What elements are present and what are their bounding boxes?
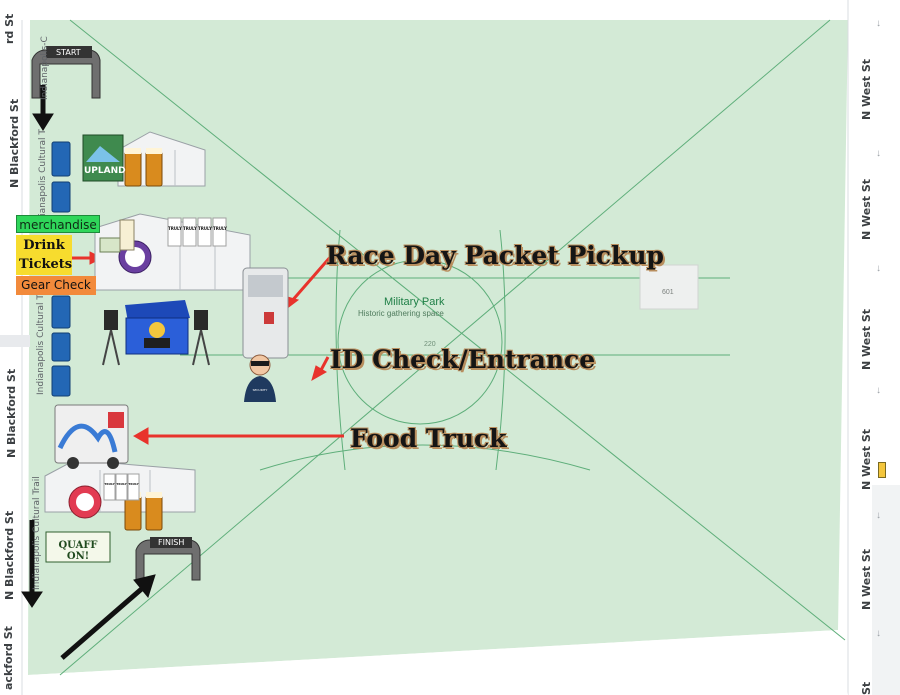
truly-brand-3: TRULY — [198, 226, 212, 231]
street-label-west-3: N Blackford St — [5, 368, 18, 458]
course-arrows — [21, 85, 156, 660]
street-label-east-1: N West St — [860, 58, 873, 120]
street-label-east-2: N West St — [860, 178, 873, 240]
street-label-west-5: ackford St — [2, 626, 15, 690]
id-check-callout: ID Check/Entrance — [330, 345, 596, 374]
street-label-east-5: N West St — [860, 548, 873, 610]
east-building — [872, 485, 900, 695]
road-arrow-icon: ↓ — [876, 18, 881, 29]
building-601[interactable] — [639, 264, 699, 310]
packet-pickup-van[interactable] — [242, 267, 289, 359]
start-arch[interactable] — [31, 46, 101, 99]
ticket-graphic — [99, 237, 121, 253]
upland-brand: UPLAND — [84, 166, 126, 176]
road-arrow-icon: ↓ — [876, 510, 881, 521]
dj-stage — [102, 300, 210, 366]
traffic-light-icon — [878, 462, 886, 478]
trail-label-3: Indianapolis Cultural T — [36, 294, 46, 395]
road-arrow-icon: ↓ — [876, 148, 881, 159]
park-subtitle: Historic gathering space — [358, 309, 444, 318]
street-label-east-4: N West St — [860, 428, 873, 490]
parcel-number: 220 — [424, 341, 436, 348]
truly-brand-6: TRULY — [116, 482, 127, 486]
merchandise-tag[interactable]: merchandise — [16, 215, 100, 233]
road-divider — [0, 335, 30, 347]
road-arrow-icon: ↓ — [876, 263, 881, 274]
quaff-on-brand: QUAFF ON! — [58, 540, 98, 562]
food-truck-callout: Food Truck — [350, 424, 507, 453]
quaff-on-logo — [45, 531, 111, 563]
truly-brand-1: TRULY — [168, 226, 182, 231]
security-shirt-label: SECURITY — [252, 388, 268, 392]
packet-pickup-callout: Race Day Packet Pickup — [326, 241, 665, 270]
truly-brand-7: TRULY — [128, 482, 139, 486]
start-label: START — [56, 48, 81, 57]
security-guard[interactable] — [244, 354, 276, 402]
street-label-west-1: rd St — [3, 13, 16, 44]
trail-label-1: Indianapolis-C — [40, 36, 50, 100]
gear-check-tag[interactable]: Gear Check — [16, 276, 96, 295]
finish-arch[interactable] — [135, 537, 201, 581]
road-blackford — [0, 20, 22, 695]
food-truck[interactable] — [54, 404, 129, 469]
street-label-west-4: N Blackford St — [3, 510, 16, 600]
truly-brand-5: TRULY — [104, 482, 115, 486]
park-paths — [59, 19, 846, 676]
road-arrow-icon: ↓ — [876, 385, 881, 396]
park-lawn — [28, 20, 848, 675]
trail-label-4: Indianapolis Cultural Trail — [32, 476, 42, 590]
road-south — [28, 630, 848, 695]
beer-glasses — [124, 148, 163, 531]
street-label-east-3: N West St — [860, 308, 873, 370]
road-arrow-icon: ↓ — [876, 628, 881, 639]
finish-label: FINISH — [158, 538, 185, 547]
building-number: 601 — [662, 289, 674, 296]
truly-cans — [103, 217, 227, 501]
truly-brand-4: TRULY — [213, 226, 227, 231]
street-label-east-6: St — [860, 681, 873, 695]
portable-toilets — [51, 141, 71, 397]
truly-brand-2: TRULY — [183, 226, 197, 231]
park-name[interactable]: Military Park — [384, 296, 445, 308]
street-label-west-2: N Blackford St — [8, 98, 21, 188]
wine-bottle — [119, 219, 135, 251]
drink-tickets-tag[interactable]: Drink Tickets — [16, 235, 72, 275]
